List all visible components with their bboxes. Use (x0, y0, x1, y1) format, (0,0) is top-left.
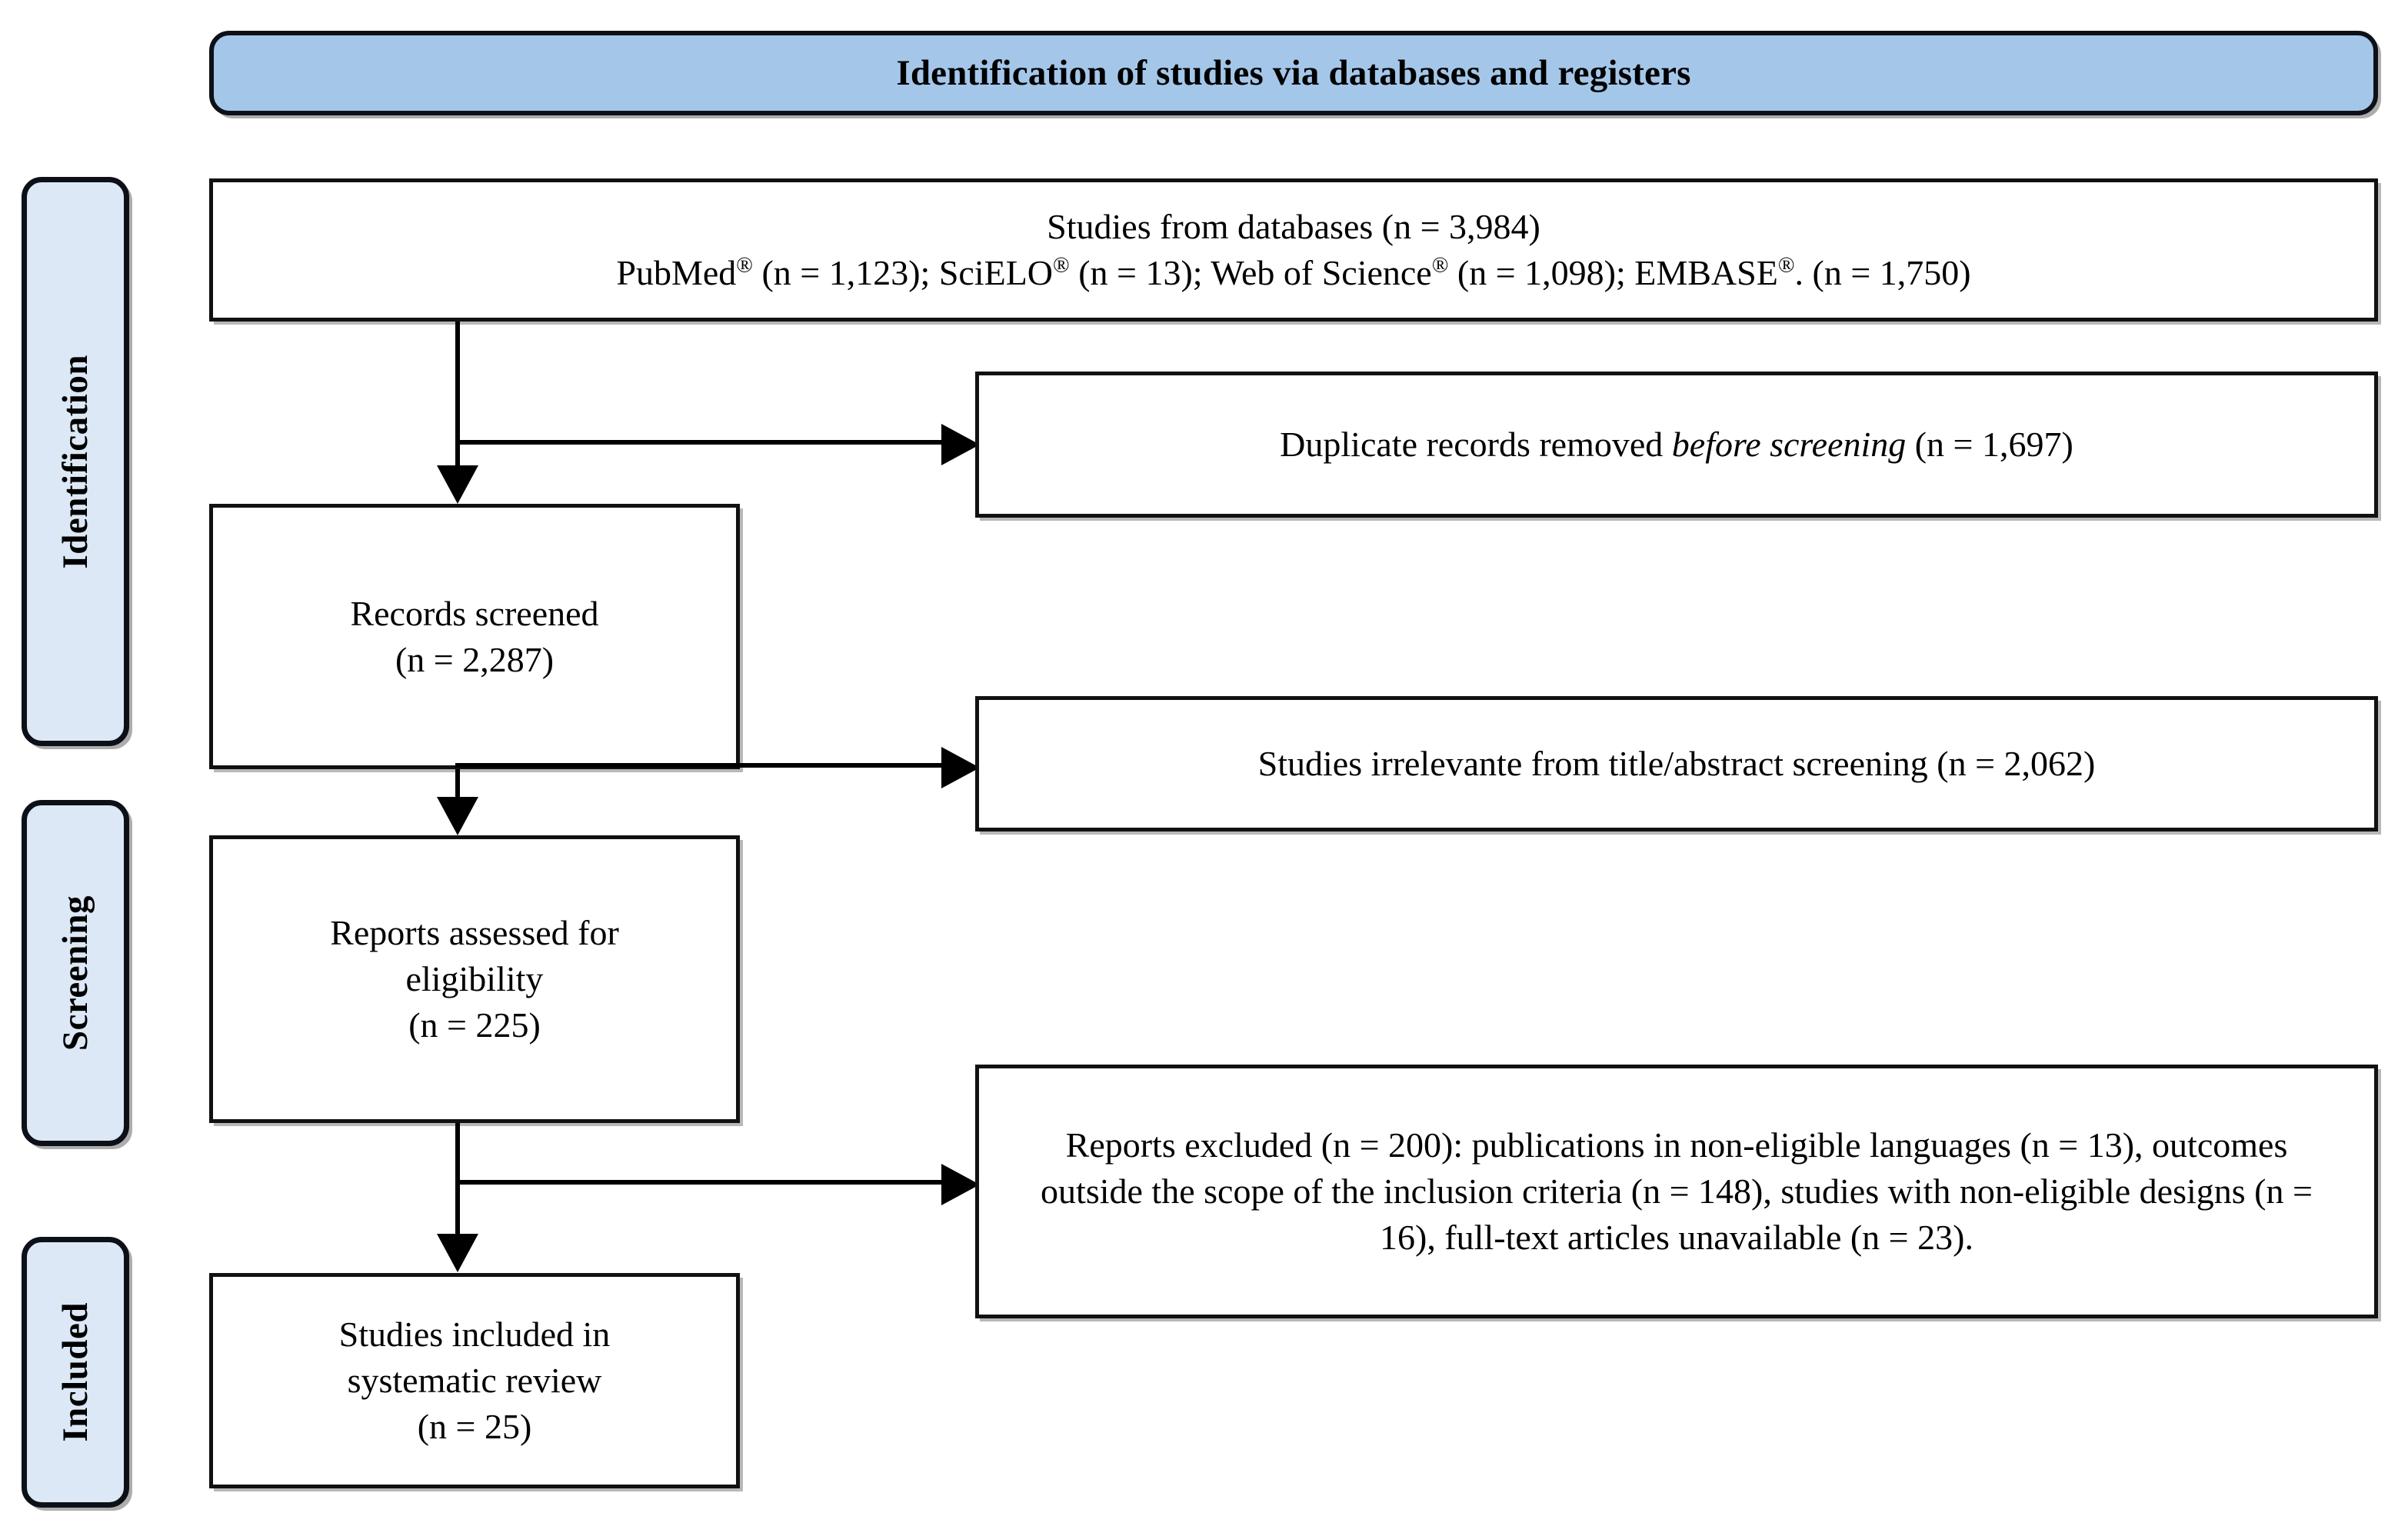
scielo-registered-icon: ® (1053, 253, 1070, 278)
identification-banner: Identification of studies via databases … (209, 31, 2378, 115)
wos-count: (n = 1,098); (1448, 253, 1635, 292)
embase-registered-icon: ® (1777, 253, 1795, 278)
arrowhead-to-excluded (941, 1164, 980, 1205)
box-reports-excluded: Reports excluded (n = 200): publications… (975, 1065, 2378, 1318)
arrowhead-to-duplicates (941, 424, 980, 465)
box-records-screened: Records screened (n = 2,287) (209, 504, 740, 769)
connector-line-to-duplicates (455, 440, 949, 445)
databases-total-line: Studies from databases (n = 3,984) (1047, 207, 1540, 247)
records-screened-label: Records screened (350, 593, 599, 633)
arrowhead-screened-to-assessed (437, 797, 478, 835)
studies-included-label-1: Studies included in (338, 1315, 611, 1355)
arrowhead-to-irrelevant (941, 747, 980, 788)
box-studies-irrelevant: Studies irrelevante from title/abstract … (975, 696, 2378, 831)
wos-label: Web of Science (1211, 253, 1432, 292)
stage-label-identification: Identification (22, 177, 129, 746)
reports-assessed-label-2: eligibility (405, 959, 544, 999)
connector-line-to-irrelevant (455, 763, 949, 768)
studies-included-label-2: systematic review (347, 1361, 602, 1401)
duplicates-prefix: Duplicate records removed (1280, 425, 1672, 465)
connector-line-to-excluded (455, 1180, 949, 1185)
studies-included-count: (n = 25) (417, 1406, 532, 1446)
records-screened-count: (n = 2,287) (395, 639, 555, 679)
reports-excluded-text: Reports excluded (n = 200): publications… (1041, 1125, 2313, 1257)
reports-assessed-label-1: Reports assessed for (330, 913, 619, 953)
wos-registered-icon: ® (1431, 253, 1449, 278)
pubmed-registered-icon: ® (736, 253, 753, 278)
stage-screening-text: Screening (55, 895, 95, 1051)
stage-label-screening: Screening (22, 800, 129, 1146)
box-studies-from-databases: Studies from databases (n = 3,984) PubMe… (209, 178, 2378, 322)
reports-assessed-count: (n = 225) (408, 1005, 541, 1045)
arrowhead-assessed-to-included (437, 1234, 478, 1272)
irrelevant-studies-text: Studies irrelevante from title/abstract … (1257, 744, 2096, 784)
banner-title: Identification of studies via databases … (896, 53, 1691, 93)
duplicates-italic: before screening (1671, 425, 1907, 465)
pubmed-count: (n = 1,123); (752, 253, 939, 292)
databases-breakdown-line: PubMed® (n = 1,123); SciELO® (n = 13); W… (233, 250, 2354, 296)
arrowhead-databases-to-screened (437, 465, 478, 504)
stage-identification-text: Identification (55, 354, 95, 569)
stage-label-included: Included (22, 1237, 129, 1508)
duplicates-text: Duplicate records removed before screeni… (999, 422, 2354, 468)
box-reports-assessed-for-eligibility: Reports assessed for eligibility (n = 22… (209, 835, 740, 1123)
embase-label: EMBASE (1634, 253, 1778, 292)
scielo-label: SciELO (938, 253, 1054, 292)
stage-included-text: Included (55, 1302, 95, 1442)
box-studies-included: Studies included in systematic review (n… (209, 1273, 740, 1488)
scielo-count: (n = 13); (1069, 253, 1211, 292)
embase-count: . (n = 1,750) (1794, 253, 1971, 292)
box-duplicate-records-removed: Duplicate records removed before screeni… (975, 372, 2378, 518)
connector-line-screened-to-assessed (455, 769, 460, 801)
duplicates-suffix: (n = 1,697) (1906, 425, 2073, 465)
connector-line-databases-to-screened (455, 322, 460, 468)
pubmed-label: PubMed (616, 253, 737, 292)
